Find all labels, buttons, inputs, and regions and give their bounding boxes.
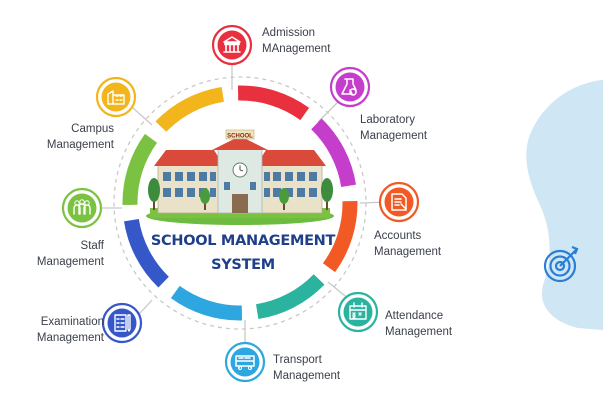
campus-ring-segment (155, 86, 225, 132)
target-icon (543, 245, 579, 283)
lab-flask-icon (329, 66, 371, 108)
bus-icon (224, 341, 266, 383)
admission-label: Admission MAnagement (262, 27, 331, 55)
laboratory-ring-segment (311, 118, 357, 188)
transport-label: Transport Management (273, 354, 341, 382)
admission-ring-segment (237, 85, 310, 121)
system-title-line-2: SYSTEM (211, 257, 275, 273)
attendance-ring-segment (255, 274, 325, 320)
system-title-line-1: SCHOOL MANAGEMENT (150, 233, 336, 249)
school-sign: SCHOOL (227, 134, 253, 140)
examination-label: Examination Management (36, 316, 104, 344)
staff-ring-segment (122, 133, 158, 206)
module-icons (61, 24, 420, 383)
bank-building-icon (211, 24, 253, 66)
decorative-blob (526, 80, 603, 330)
accounts-ledger-icon (378, 181, 420, 223)
staff-group-icon (61, 187, 103, 229)
school-building: SCHOOL (146, 129, 334, 225)
calendar-icon (337, 291, 379, 333)
exam-sheet-icon (101, 302, 143, 344)
examination-ring-segment (123, 218, 169, 288)
laboratory-label: Laboratory Management (360, 114, 428, 142)
accounts-label: Accounts Management (374, 230, 442, 258)
transport-ring-segment (170, 285, 243, 321)
campus-label: Campus Management (46, 123, 114, 151)
campus-building-icon (95, 76, 137, 118)
accounts-ring-segment (322, 200, 358, 273)
staff-label: Staff Management (36, 240, 104, 268)
ring-segments (122, 85, 358, 321)
attendance-label: Attendance Management (385, 310, 453, 338)
